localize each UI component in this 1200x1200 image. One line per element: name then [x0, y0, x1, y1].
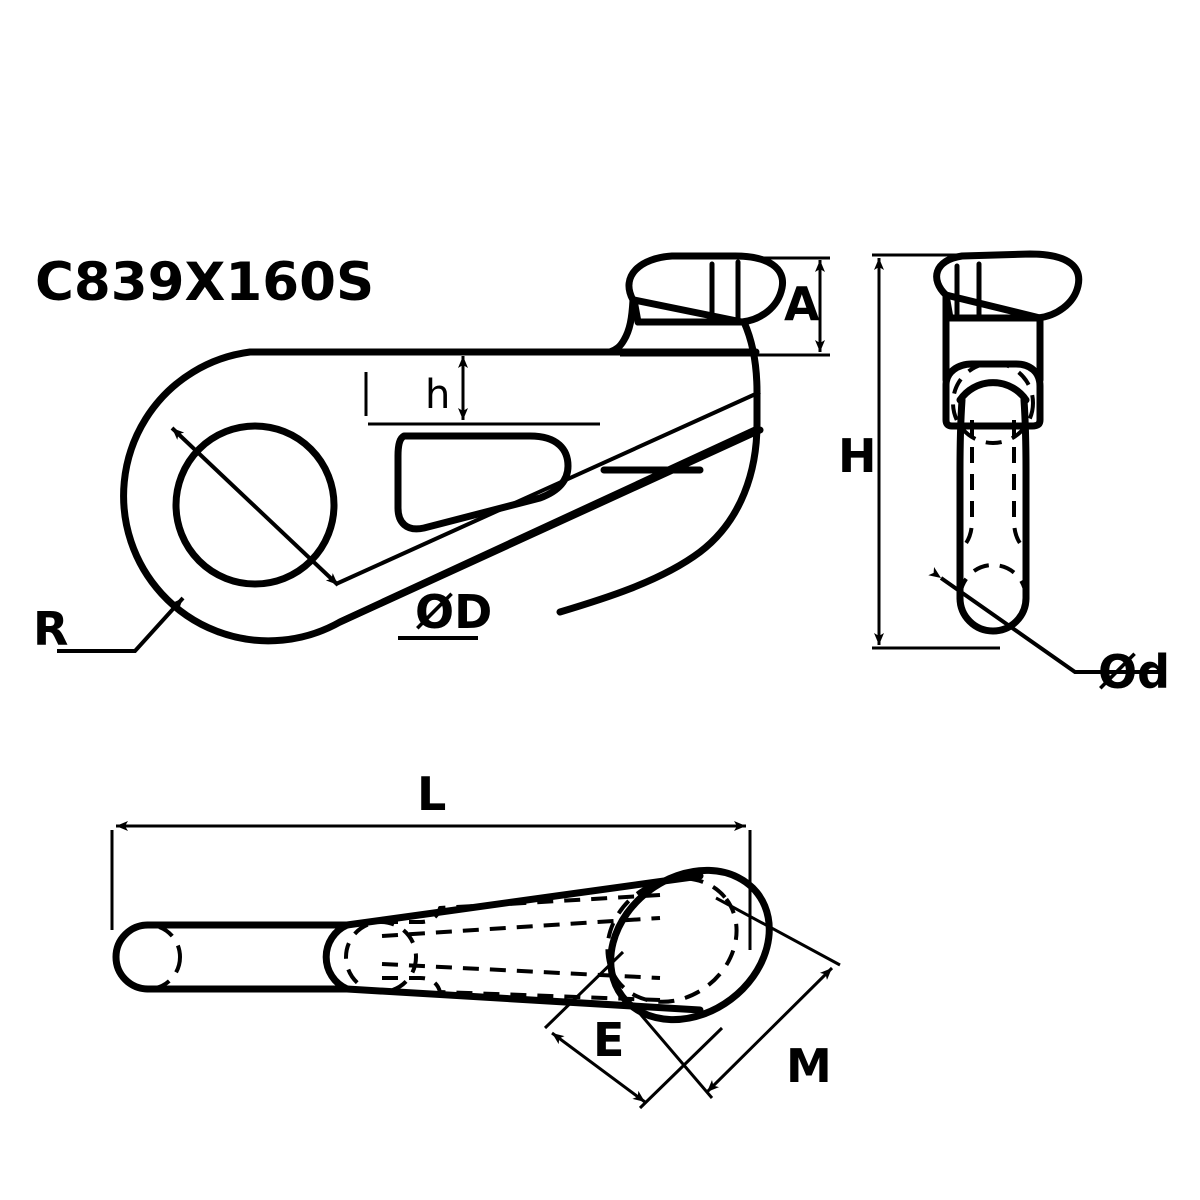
front-view-lower-taper	[336, 426, 764, 626]
side-pin-top-visible-arc	[956, 379, 1030, 404]
dimension-D: ØD	[170, 390, 761, 640]
head-neck-left	[606, 296, 637, 356]
side-view: H Ød	[838, 250, 1170, 699]
dimension-A: A	[620, 256, 830, 357]
head-cap-outline	[625, 252, 787, 326]
side-collar	[942, 360, 1044, 430]
dimension-d: Ød	[928, 567, 1170, 699]
plan-taper-bottom	[343, 985, 704, 1014]
R-label: R	[33, 602, 68, 656]
plan-nose-hidden-bore	[605, 876, 739, 1004]
internal-slot	[394, 432, 572, 533]
part-number-title: C839X160S	[35, 252, 374, 313]
side-hidden-bore-left	[960, 420, 974, 550]
dimension-M: M	[628, 896, 841, 1099]
M-ext-upper	[715, 896, 841, 967]
plan-hidden-pocket-top-a	[382, 893, 661, 924]
M-ext-lower	[628, 1001, 714, 1099]
side-pin-bottom-hidden-circle	[958, 563, 1028, 633]
dimension-L: L	[116, 767, 746, 831]
head-wedge-line	[630, 296, 746, 326]
H-label: H	[838, 429, 877, 483]
D-diameter-line	[170, 426, 340, 587]
plan-mid-hidden-circle	[344, 920, 418, 994]
front-view-body-outline	[120, 348, 759, 645]
A-label: A	[784, 277, 820, 331]
plan-taper-top	[343, 872, 704, 929]
plan-left-end-cap	[112, 921, 152, 993]
E-label: E	[593, 1013, 624, 1067]
side-pin-left-edge	[956, 396, 966, 602]
dimension-R: R	[33, 596, 185, 656]
M-dim-line	[705, 966, 834, 1094]
h-label: h	[425, 372, 450, 418]
hook-nose-outer	[556, 420, 761, 616]
dimension-H: H	[838, 253, 1000, 650]
plan-mid-left-arc	[322, 921, 351, 993]
front-view: h A R ØD	[33, 252, 830, 656]
bottom-view: L E M	[110, 767, 841, 1110]
E-ext-upper	[543, 950, 625, 1030]
d-label: Ød	[1098, 645, 1170, 699]
side-head-cap	[933, 250, 1083, 322]
M-label: M	[786, 1039, 832, 1093]
D-leader-extension	[335, 390, 761, 586]
head-neck-right	[740, 318, 761, 428]
side-pin-top-hidden-circle	[951, 361, 1035, 445]
side-hidden-bore-right	[1012, 420, 1026, 550]
D-label: ØD	[415, 585, 492, 639]
d-leader	[928, 567, 1165, 674]
hook-head-group	[606, 252, 787, 428]
E-dim-line	[551, 1031, 646, 1104]
R-leader	[57, 596, 185, 653]
plan-hidden-pocket-bottom-b	[381, 962, 661, 980]
plan-hidden-pocket-top-b	[381, 916, 661, 938]
L-label: L	[417, 767, 446, 821]
side-head-wedge	[942, 291, 1044, 322]
dimension-E: E	[543, 950, 724, 1110]
plan-hidden-pocket-bottom-a	[382, 976, 661, 1002]
dimension-h: h	[356, 350, 600, 426]
